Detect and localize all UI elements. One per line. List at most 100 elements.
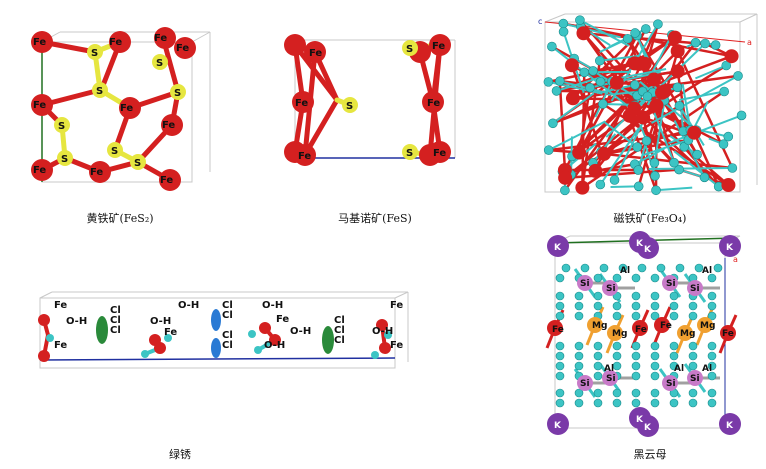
fe-label: Fe xyxy=(295,98,308,109)
k-label: K xyxy=(636,239,644,249)
fe-label: Fe xyxy=(120,103,133,114)
oxygen-atom xyxy=(650,171,660,181)
oxygen-atom xyxy=(727,163,738,173)
oxygen-atom xyxy=(707,301,717,311)
oxygen-atom xyxy=(555,371,565,381)
oxygen-atom xyxy=(736,110,747,121)
oxygen-atom xyxy=(650,361,660,371)
oxygen-atom xyxy=(707,291,717,301)
oxygen-atom xyxy=(675,263,685,273)
pyrite-structure-diagram: Fe Fe Fe Fe Fe Fe Fe Fe Fe Fe S S S S S … xyxy=(31,27,211,191)
oxygen-atom xyxy=(593,341,603,351)
fe-label: Fe xyxy=(552,325,564,335)
silicon-atom xyxy=(687,370,703,386)
oxygen-atom xyxy=(574,291,584,301)
oxygen-atom xyxy=(669,291,679,301)
iron-atom xyxy=(670,64,685,79)
o-fe-bond xyxy=(648,166,733,171)
oxygen-atom xyxy=(580,263,590,273)
oxygen-atom xyxy=(631,291,641,301)
si-label: Si xyxy=(606,284,616,294)
oxygen-atom xyxy=(543,145,554,155)
oxygen-atom xyxy=(707,398,717,408)
oxygen-atom xyxy=(574,341,584,351)
oxygen-atom xyxy=(632,142,643,152)
s-label: S xyxy=(174,88,181,99)
oxygen-atom xyxy=(707,311,717,321)
fe-label: Fe xyxy=(298,151,311,162)
s-label: S xyxy=(91,48,98,59)
fe-label: Fe xyxy=(176,43,189,54)
oxygen-atom xyxy=(710,40,721,50)
oxygen-atom xyxy=(612,273,622,283)
oxygen-atom xyxy=(713,263,723,273)
oxygen-atom xyxy=(631,361,641,371)
oxygen-atom xyxy=(650,311,660,321)
oxygen-atom xyxy=(688,311,698,321)
oxygen-atom xyxy=(574,351,584,361)
o-fe-bond xyxy=(649,34,673,76)
cl-label: Cl xyxy=(334,315,345,326)
oxygen-atom xyxy=(593,361,603,371)
oxygen-atom xyxy=(688,388,698,398)
oxygen-atom xyxy=(669,351,679,361)
oxygen-atom xyxy=(630,28,640,38)
cl-label: Cl xyxy=(334,325,345,336)
mg-label: Mg xyxy=(680,329,695,339)
oh-label: O-H xyxy=(290,326,311,337)
oxygen-atom xyxy=(595,55,605,66)
iron-atom xyxy=(646,72,661,87)
metal-atom xyxy=(697,317,713,333)
axis-a-label: a xyxy=(733,255,738,264)
oxygen-atom xyxy=(650,398,660,408)
oxygen-atom xyxy=(669,361,679,371)
oxygen-atom xyxy=(633,181,644,192)
iron-atom xyxy=(622,108,637,123)
oxygen-atom xyxy=(688,361,698,371)
iron-atom xyxy=(636,110,651,125)
oxygen-atom xyxy=(555,351,565,361)
oxygen-atom xyxy=(679,142,689,152)
fe-label: Fe xyxy=(722,329,734,339)
green-rust-structure-panel: Fe O-H Fe Cl Cl Cl O-H O-H Fe Cl Cl Cl C… xyxy=(30,290,410,375)
oxygen-atom xyxy=(631,371,641,381)
biotite-caption: 黑云母 xyxy=(633,448,667,461)
oxygen-atom xyxy=(700,38,710,49)
metal-atom xyxy=(677,325,693,341)
oxygen-atom xyxy=(707,341,717,351)
metal-atom xyxy=(587,317,603,333)
oxygen-atom xyxy=(641,24,651,34)
oxygen-atom xyxy=(585,82,595,93)
silicon-atom xyxy=(662,275,678,291)
oxygen-atom xyxy=(674,101,685,111)
cl-label: Cl xyxy=(110,315,121,326)
oxygen-atom xyxy=(650,388,660,398)
o-fe-bond xyxy=(599,127,640,186)
biotite-structure-diagram: a K K K K K K K K Si Si Si Si Al Al Fe M… xyxy=(545,231,741,437)
s-label: S xyxy=(406,44,413,55)
pyrite-structure-panel: Fe Fe Fe Fe Fe Fe Fe Fe Fe Fe S S S S S … xyxy=(20,20,220,195)
oxygen-atom xyxy=(707,371,717,381)
oxygen-atom xyxy=(593,398,603,408)
al-label: Al xyxy=(702,364,712,374)
fe-label: Fe xyxy=(390,340,403,351)
oxygen-atom xyxy=(630,80,640,90)
iron-atom xyxy=(724,49,739,64)
green-rust-caption: 绿锈 xyxy=(169,448,191,461)
o-fe-bond xyxy=(653,100,666,164)
oxygen-atom xyxy=(631,311,641,321)
oxygen-atom xyxy=(555,311,565,321)
oxygen-atom xyxy=(669,311,679,321)
oxygen-atom xyxy=(674,164,684,175)
s-label: S xyxy=(406,148,413,159)
cl-label: Cl xyxy=(334,335,345,346)
k-label: K xyxy=(644,245,652,255)
iron-atom xyxy=(564,58,579,73)
oxygen-atom xyxy=(574,301,584,311)
o-fe-bond xyxy=(552,92,595,125)
cl-label: Cl xyxy=(222,310,233,321)
al-label: Al xyxy=(620,266,630,276)
oxygen-atom xyxy=(622,33,633,44)
fe-label: Fe xyxy=(276,314,289,325)
silicon-atom xyxy=(687,280,703,296)
